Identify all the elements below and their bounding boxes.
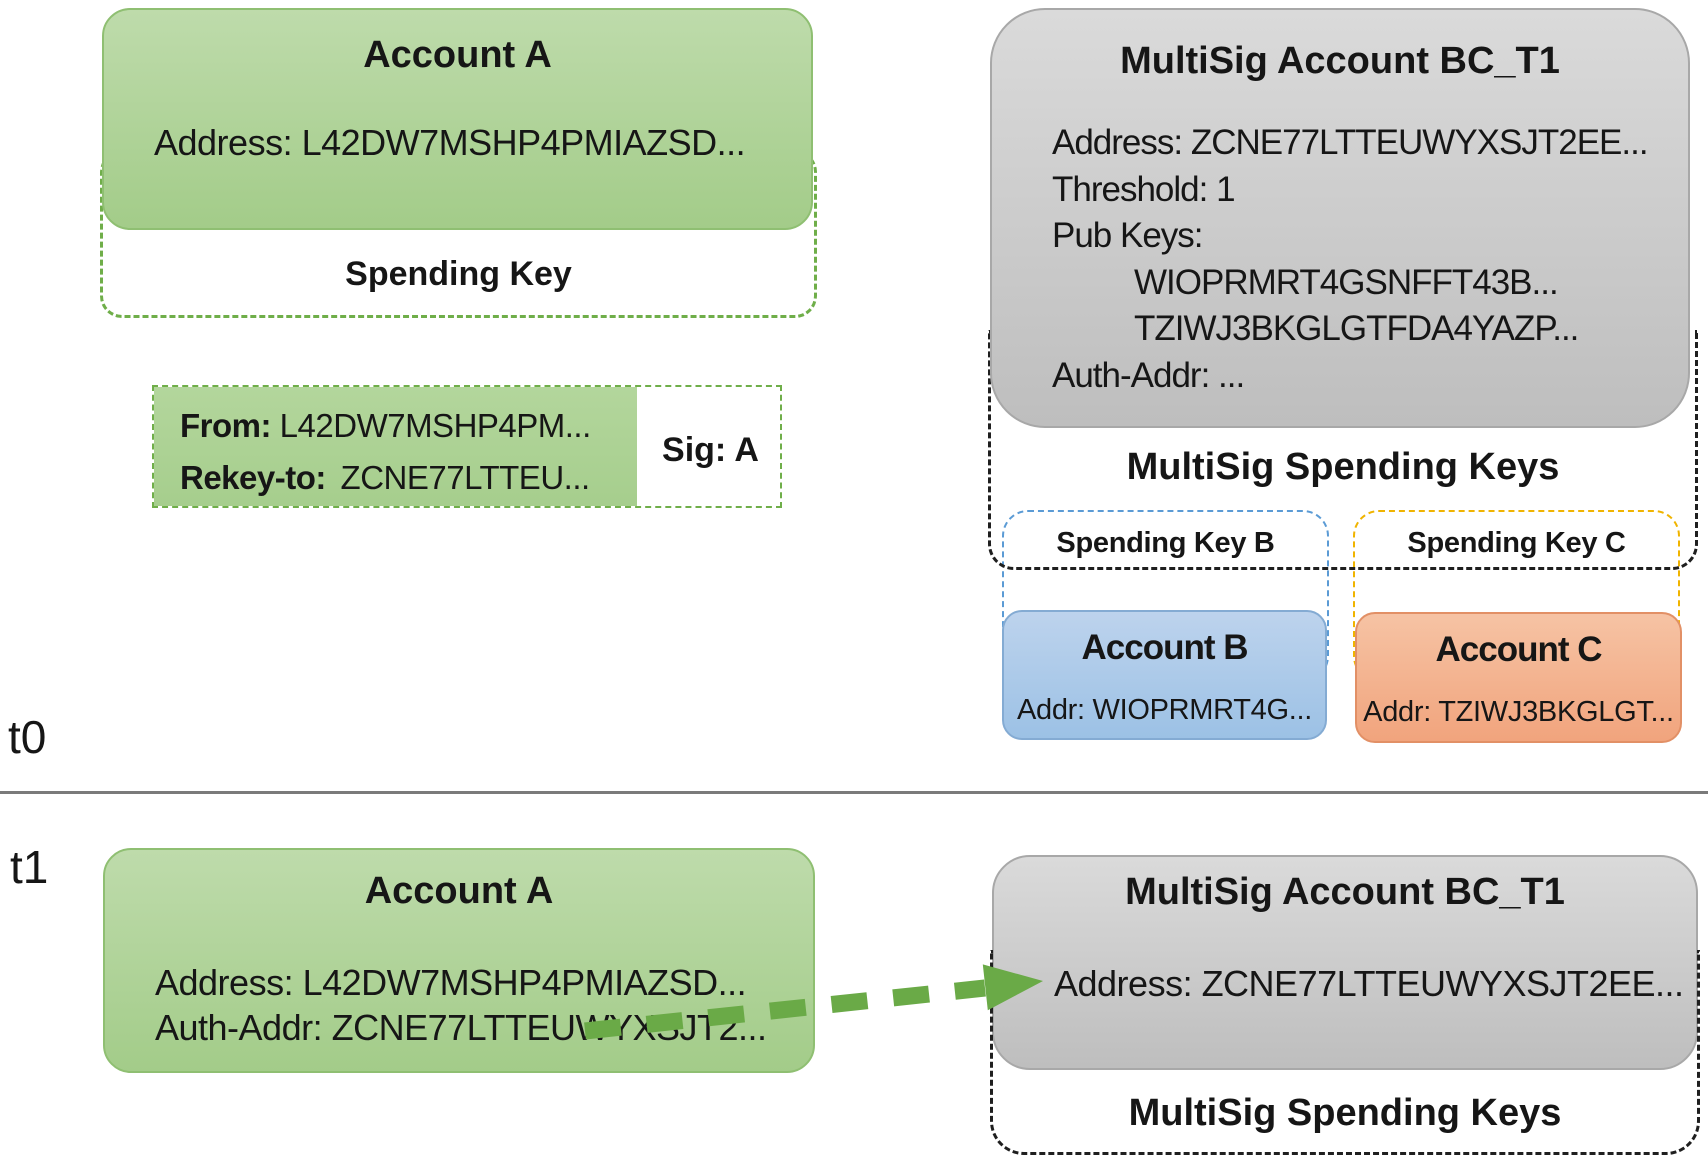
account-a-title-t0: Account A: [363, 34, 552, 76]
multisig-pubkeys-label: Pub Keys:: [1052, 216, 1204, 255]
txn-rekey-label: Rekey-to:: [180, 459, 326, 496]
spending-key-a-label: Spending Key: [345, 255, 572, 293]
account-a-address-t1: Address: L42DW7MSHP4PMIAZSD...: [155, 962, 747, 1003]
txn-from-label: From:: [180, 407, 272, 444]
t0-label: t0: [8, 711, 47, 763]
account-b-box: Account B Addr: WIOPRMRT4G...: [1002, 610, 1327, 740]
multisig-address: Address: ZCNE77LTTEUWYXSJT2EE...: [1052, 123, 1649, 162]
account-a-auth-addr-t1: Auth-Addr: ZCNE77LTTEUWYXSJT2...: [155, 1007, 767, 1048]
timeline-divider: [0, 791, 1708, 794]
txn-rekey-value: ZCNE77LTTEU...: [340, 459, 591, 496]
multisig-address-t1: Address: ZCNE77LTTEUWYXSJT2EE...: [1054, 963, 1684, 1004]
account-c-title: Account C: [1435, 630, 1603, 669]
multisig-spending-keys-outline-t0: MultiSig Spending Keys: [988, 330, 1698, 570]
account-a-address-t0: Address: L42DW7MSHP4PMIAZSD...: [154, 122, 746, 163]
spending-key-c-label: Spending Key C: [1407, 527, 1626, 559]
multisig-details-t0: Address: ZCNE77LTTEUWYXSJT2EE... Thresho…: [1052, 120, 1649, 399]
account-b-title: Account B: [1081, 628, 1249, 667]
multisig-pubkey-1: WIOPRMRT4GSNFFT43B...: [1134, 262, 1559, 302]
txn-from-line: From: L42DW7MSHP4PM...: [180, 407, 591, 445]
multisig-spending-keys-outline-t1: MultiSig Spending Keys: [990, 950, 1700, 1155]
account-c-address: Addr: TZIWJ3BKGLGT...: [1363, 696, 1674, 728]
multisig-pubkey-2: TZIWJ3BKGLGTFDA4YAZP...: [1134, 309, 1579, 348]
txn-rekey-line: Rekey-to: ZCNE77LTTEU...: [180, 459, 590, 497]
txn-from-value: L42DW7MSHP4PM...: [279, 407, 592, 444]
account-c-box: Account C Addr: TZIWJ3BKGLGT...: [1355, 612, 1682, 743]
multisig-account-box-t0: MultiSig Account BC_T1 Address: ZCNE77LT…: [990, 8, 1690, 428]
multisig-spending-keys-title-t1: MultiSig Spending Keys: [1128, 1092, 1562, 1134]
account-a-box-t0: Account A Address: L42DW7MSHP4PMIAZSD...: [102, 8, 813, 230]
multisig-spending-keys-title-t0: MultiSig Spending Keys: [1126, 446, 1560, 488]
multisig-title-t1: MultiSig Account BC_T1: [1125, 871, 1565, 913]
t1-label: t1: [10, 841, 49, 893]
rekey-transaction-fill: [154, 387, 637, 506]
multisig-auth-addr: Auth-Addr: ...: [1052, 355, 1245, 395]
multisig-title-t0: MultiSig Account BC_T1: [1120, 40, 1560, 82]
txn-signature: Sig: A: [662, 431, 759, 469]
account-a-title-t1: Account A: [364, 870, 554, 912]
account-a-box-t1: Account A Address: L42DW7MSHP4PMIAZSD...…: [103, 848, 815, 1073]
spending-key-b-outline: Spending Key B: [1002, 510, 1329, 682]
account-b-address: Addr: WIOPRMRT4G...: [1016, 694, 1313, 726]
multisig-threshold: Threshold: 1: [1052, 169, 1236, 209]
spending-key-b-label: Spending Key B: [1056, 527, 1275, 559]
rekey-transaction-box: From: L42DW7MSHP4PM... Rekey-to: ZCNE77L…: [152, 385, 782, 508]
